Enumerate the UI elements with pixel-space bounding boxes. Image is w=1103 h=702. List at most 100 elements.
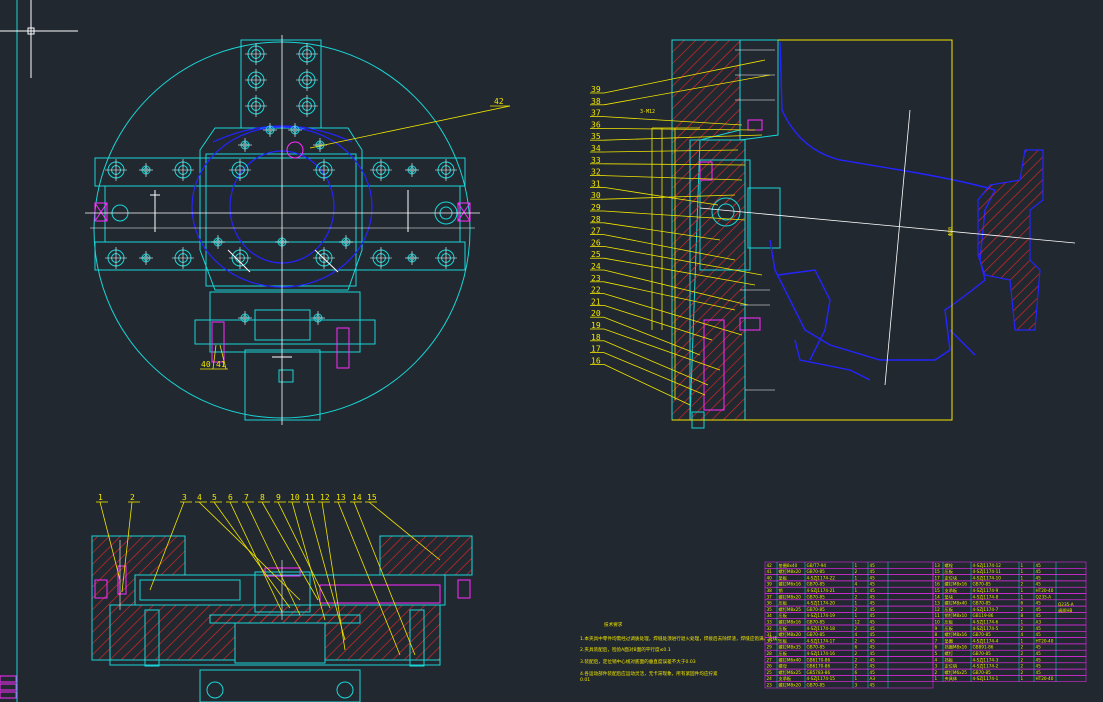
- bom-cell: A3: [1036, 620, 1042, 625]
- callout-2: 2: [130, 493, 135, 502]
- bom-cell: 4-SZJ1174-7: [973, 607, 999, 612]
- bom-cell: GB70-85: [807, 620, 826, 625]
- bom-cell: 垫板: [779, 574, 788, 581]
- callout-35: 35: [591, 132, 601, 141]
- bom-cell: 4-SZJ1174-2: [973, 664, 999, 669]
- bom-cell: GB70-85: [807, 594, 826, 599]
- bom-row: [932, 649, 1087, 657]
- callout-27: 27: [591, 227, 601, 236]
- bom-cell: 螺钉M8x20: [779, 568, 802, 575]
- callout-9: 9: [276, 493, 281, 502]
- bom-cell: 2: [855, 651, 858, 656]
- bom-cell: GB891-86: [973, 645, 994, 650]
- callout-22: 22: [591, 286, 601, 295]
- bom-cell: 4-SZJ1174-8: [973, 594, 999, 599]
- bom-cell: 4-SZJ1174-11: [973, 569, 1002, 574]
- bom-cell: 压板: [945, 568, 954, 575]
- bom-cell: 26: [767, 664, 773, 669]
- bom-cell: 1: [855, 601, 858, 606]
- bom-cell: 支承板: [779, 675, 792, 682]
- bom-cell: 29: [767, 645, 773, 650]
- callout-12: 12: [320, 493, 330, 502]
- callout-37: 37: [591, 109, 601, 118]
- callout-39: 39: [591, 85, 601, 94]
- bom-cell: 螺钉M8x20: [779, 593, 802, 600]
- bom-cell: GB70-85: [973, 601, 992, 606]
- callout-34: 34: [591, 144, 601, 153]
- callout-19: 19: [591, 321, 601, 330]
- bom-cell: 15: [935, 569, 941, 574]
- bom-row: [764, 574, 934, 582]
- bom-cell: 42: [767, 563, 773, 568]
- bom-cell: HT20-40: [1036, 588, 1054, 593]
- bom-cell: 12: [935, 607, 941, 612]
- bom-side-note-2: 调质HB: [1058, 607, 1073, 614]
- bottom-view: [91, 535, 473, 702]
- bom-cell: 定位销: [945, 663, 958, 670]
- bom-cell: 45: [870, 594, 876, 599]
- callout-28: 28: [591, 215, 601, 224]
- bom-cell: GB70-85: [973, 582, 992, 587]
- bom-cell: 23: [767, 683, 773, 688]
- bom-cell: 45: [1036, 657, 1042, 662]
- bom-cell: 13: [935, 601, 941, 606]
- bom-row: [764, 662, 934, 670]
- bom-cell: 螺钉M8x20: [779, 682, 802, 689]
- bom-cell: 螺钉M6x25: [779, 669, 802, 676]
- bom-cell: 45: [1036, 575, 1042, 580]
- bom-cell: GB70-85: [807, 683, 826, 688]
- bom-cell: 45: [870, 670, 876, 675]
- bom-cell: 4-SZJ1174-1: [973, 676, 999, 681]
- bom-cell: 1: [855, 613, 858, 618]
- bom-cell: 4-SZJ1174-18: [807, 626, 836, 631]
- bom-cell: 螺母: [779, 663, 787, 670]
- bom-cell: 40: [767, 575, 773, 580]
- bom-row: [764, 649, 934, 657]
- bom-cell: HT20-40: [1036, 638, 1054, 643]
- callout-42: 42: [494, 97, 504, 106]
- bom-cell: 压板: [945, 625, 954, 632]
- bom-cell: 2: [1021, 657, 1024, 662]
- bom-cell: 6: [855, 670, 858, 675]
- callout-38: 38: [591, 97, 601, 106]
- bom-cell: GB70-85: [807, 607, 826, 612]
- bom-cell: 45: [870, 588, 876, 593]
- callout-26: 26: [591, 238, 601, 247]
- bom-cell: 45: [1036, 645, 1042, 650]
- bom-cell: 螺钉M6x25: [945, 669, 968, 676]
- bom-cell: 45: [870, 575, 876, 580]
- bom-cell: GB5783-86: [807, 670, 831, 675]
- bom-cell: 垫块: [945, 593, 954, 600]
- bom-cell: 1: [1021, 594, 1024, 599]
- bom-cell: Q235-A: [1036, 594, 1052, 599]
- note-line-2: 2.夹具装配后，检验A面对B面的平行度≤0.1: [580, 646, 671, 653]
- callout-18: 18: [591, 333, 601, 342]
- bom-cell: 压板: [945, 606, 954, 613]
- bom-cell: 螺钉M8x25: [779, 606, 802, 613]
- bom-cell: GB119-86: [973, 613, 994, 618]
- bom-cell: 45: [870, 582, 876, 587]
- callout-4: 4: [197, 493, 202, 502]
- bom-cell: 螺栓: [945, 562, 954, 569]
- bom-cell: 8: [935, 632, 938, 637]
- bom-cell: 螺钉: [945, 650, 954, 657]
- bom-row: [932, 624, 1087, 632]
- bom-cell: 45: [870, 657, 876, 662]
- note-line-3: 3.装配后，定位销中心线对底面的垂直度误差不大于0.03: [580, 658, 696, 665]
- bom-cell: GB/T7-94: [807, 563, 827, 568]
- dim-right: Φ80: [948, 227, 954, 236]
- bom-cell: GB6170-86: [807, 664, 831, 669]
- bom-cell: 15: [935, 588, 941, 593]
- callout-15: 15: [367, 493, 377, 502]
- callout-30: 30: [591, 191, 601, 200]
- callout-32: 32: [591, 168, 601, 177]
- bom-cell: 螺钉M8x35: [779, 644, 802, 651]
- note-line-5: 0.01: [580, 677, 590, 683]
- bom-cell: 39: [767, 582, 773, 587]
- bom-row: [764, 599, 934, 607]
- bom-cell: 27: [767, 657, 773, 662]
- bom-cell: 4-SZJ1174-9: [973, 588, 999, 593]
- bom-cell: 45: [870, 645, 876, 650]
- callout-6: 6: [228, 493, 233, 502]
